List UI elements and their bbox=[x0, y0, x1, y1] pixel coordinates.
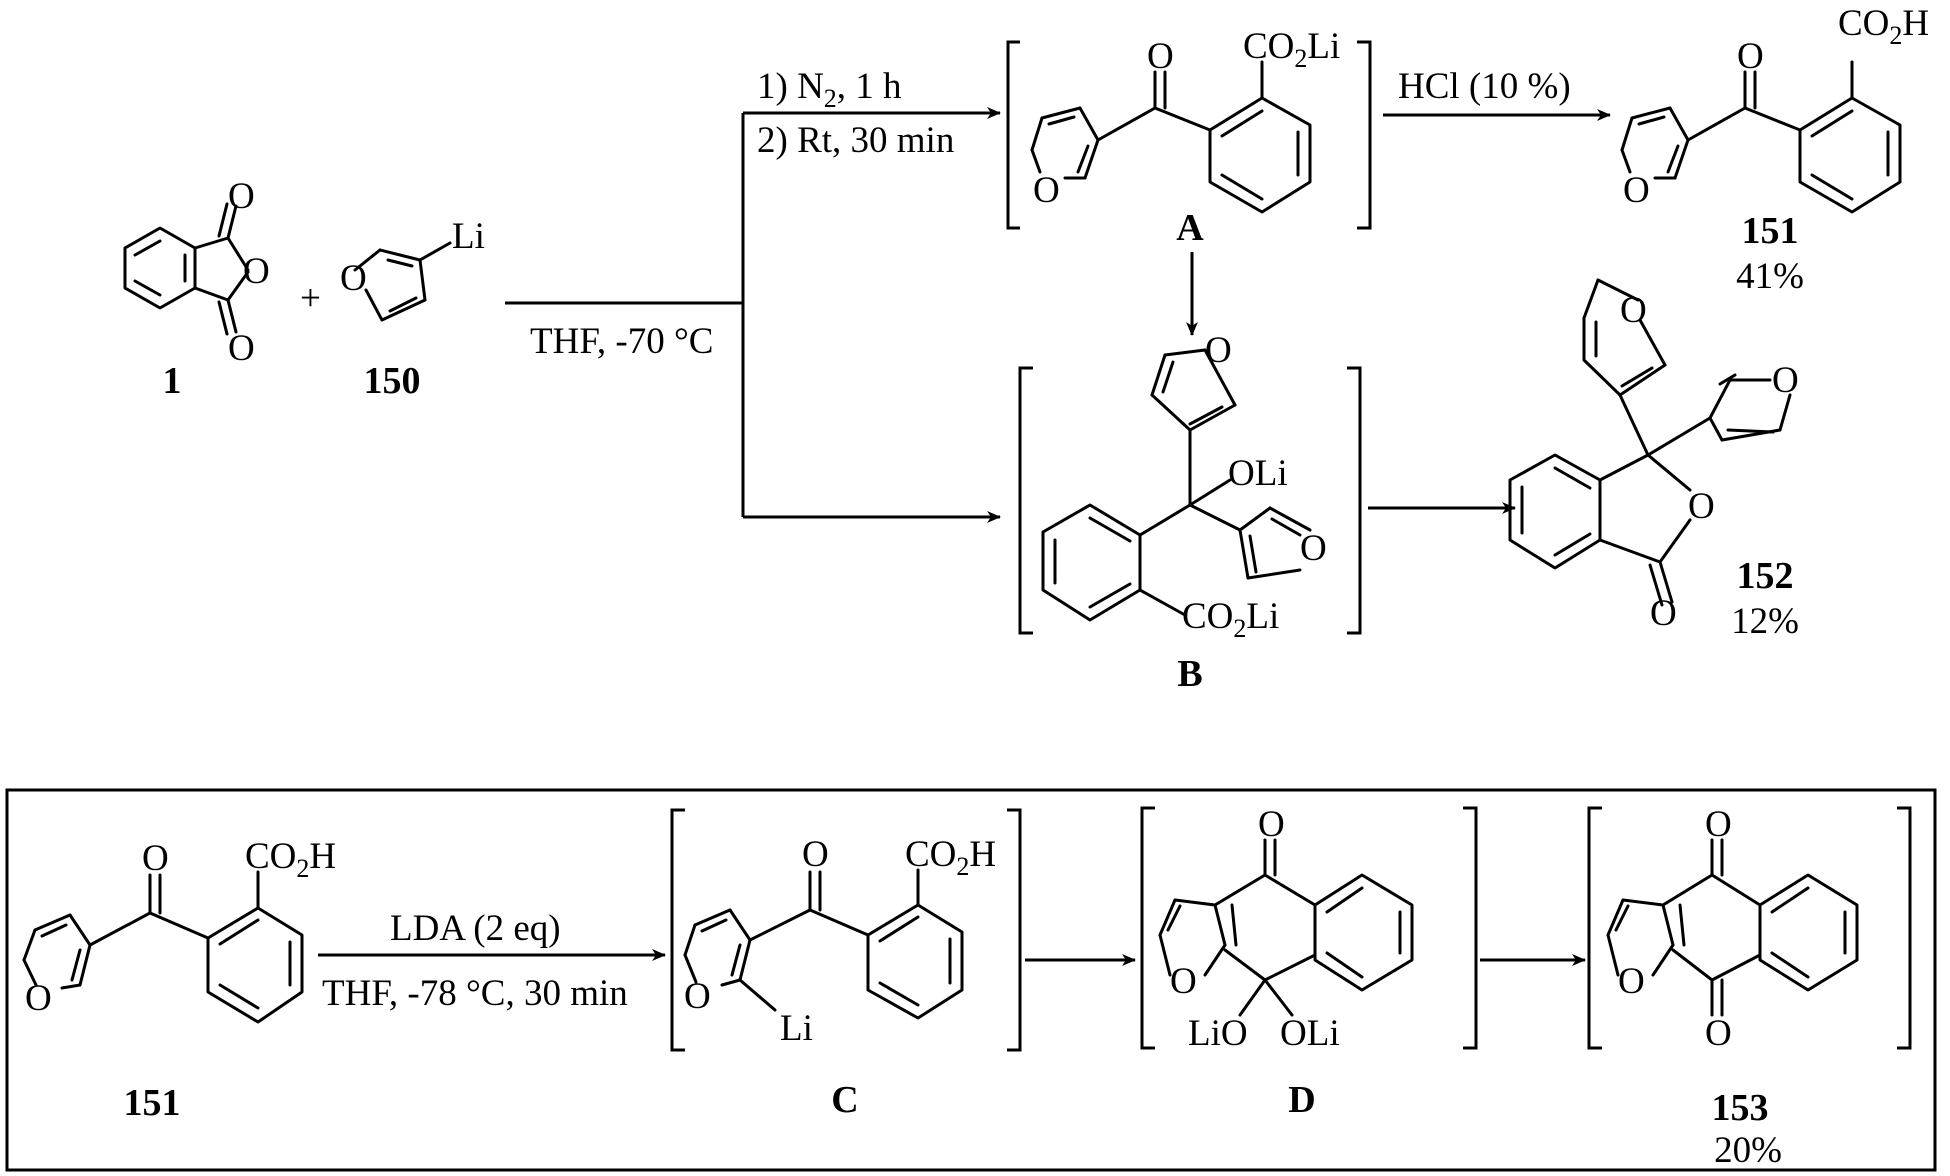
151s-furan-oxygen: O bbox=[25, 978, 52, 1019]
intermediate-B: O OLi O CO2Li bbox=[1018, 330, 1362, 643]
product-151-label: 151 bbox=[1742, 210, 1799, 252]
153-top-oxygen: O bbox=[1705, 804, 1732, 845]
C-lithium: Li bbox=[780, 1008, 813, 1049]
151-carboxylic-acid: CO2H bbox=[1838, 3, 1929, 50]
intermediate-C: O Li O CO2H bbox=[670, 808, 1022, 1052]
C-ketone-oxygen: O bbox=[802, 834, 829, 875]
carbonyl-oxygen-top: O bbox=[228, 176, 255, 217]
ring-oxygen: O bbox=[243, 251, 270, 292]
compound-150-furyllithium: O Li bbox=[340, 216, 485, 322]
152-lactone-oxygen: O bbox=[1688, 486, 1715, 527]
A-carboxylate: CO2Li bbox=[1243, 26, 1340, 73]
intermediate-D-label: D bbox=[1288, 1079, 1315, 1121]
product-152: O O O O bbox=[1508, 278, 1799, 634]
152-carbonyl-oxygen: O bbox=[1650, 593, 1677, 634]
compound-1-label: 1 bbox=[163, 360, 182, 402]
product-152-label: 152 bbox=[1737, 555, 1794, 597]
product-152-yield: 12% bbox=[1731, 601, 1799, 642]
compound-150-label: 150 bbox=[364, 360, 421, 402]
compound-1-phthalic-anhydride: O O O bbox=[123, 176, 270, 369]
152-top-furan-oxygen: O bbox=[1620, 290, 1647, 331]
C-carboxylic-acid: CO2H bbox=[905, 834, 996, 881]
B-top-furan-oxygen: O bbox=[1205, 330, 1232, 371]
C-furan-oxygen: O bbox=[684, 976, 711, 1017]
D-ketone-oxygen: O bbox=[1258, 804, 1285, 845]
furan-oxygen: O bbox=[340, 258, 367, 299]
151-ketone-oxygen: O bbox=[1737, 36, 1764, 77]
151-furan-oxygen: O bbox=[1623, 170, 1650, 211]
condition-step2: 2) Rt, 30 min bbox=[757, 120, 954, 161]
intermediate-B-label: B bbox=[1177, 653, 1202, 695]
B-right-furan-oxygen: O bbox=[1300, 528, 1327, 569]
153-bottom-oxygen: O bbox=[1705, 1013, 1732, 1054]
intermediate-D: O O LiO OLi bbox=[1140, 804, 1478, 1054]
151s-ketone-oxygen: O bbox=[142, 838, 169, 879]
B-olithium: OLi bbox=[1228, 453, 1288, 494]
plus-sign: + bbox=[300, 278, 321, 319]
product-151-yield: 41% bbox=[1736, 256, 1804, 297]
condition-lda: LDA (2 eq) bbox=[390, 908, 561, 949]
B-carboxylate: CO2Li bbox=[1182, 596, 1279, 643]
compound-151-start: O O CO2H bbox=[22, 836, 336, 1024]
lithium-atom: Li bbox=[452, 216, 485, 257]
product-153-label: 153 bbox=[1712, 1087, 1769, 1129]
A-ketone-oxygen: O bbox=[1147, 36, 1174, 77]
product-151: O O CO2H bbox=[1620, 3, 1929, 214]
lower-scheme-box bbox=[5, 788, 1937, 1172]
152-right-furan-oxygen: O bbox=[1772, 360, 1799, 401]
153-furan-oxygen: O bbox=[1618, 961, 1645, 1002]
product-153-yield: 20% bbox=[1714, 1130, 1782, 1171]
intermediate-A: O O CO2Li bbox=[1006, 26, 1372, 230]
151s-carboxylic-acid: CO2H bbox=[245, 836, 336, 883]
product-153: O O O bbox=[1587, 804, 1912, 1054]
intermediate-A-label: A bbox=[1176, 207, 1204, 249]
carbonyl-oxygen-bottom: O bbox=[228, 328, 255, 369]
D-lithium-oxide-left: LiO bbox=[1188, 1013, 1248, 1054]
intermediate-C-label: C bbox=[831, 1079, 858, 1121]
condition-thf-70: THF, -70 °C bbox=[530, 321, 713, 362]
D-lithium-oxide-right: OLi bbox=[1280, 1013, 1340, 1054]
compound-151-start-label: 151 bbox=[124, 1082, 181, 1124]
condition-lda-thf: THF, -78 °C, 30 min bbox=[322, 973, 628, 1014]
condition-hcl: HCl (10 %) bbox=[1398, 66, 1571, 107]
A-furan-oxygen: O bbox=[1033, 170, 1060, 211]
D-furan-oxygen: O bbox=[1170, 961, 1197, 1002]
condition-step1: 1) N2, 1 h bbox=[757, 66, 902, 113]
